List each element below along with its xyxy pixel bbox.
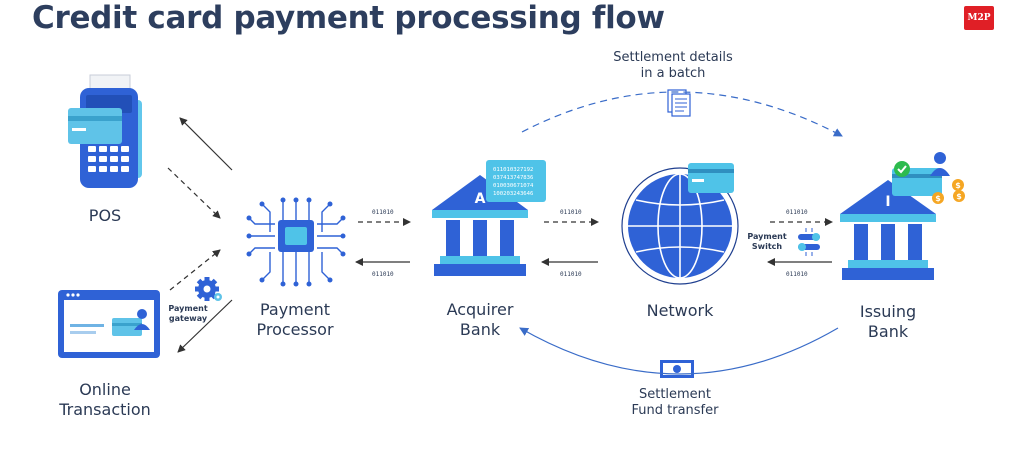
online-to-processor-arrow	[169, 249, 233, 353]
payment-switch-label: Payment Switch	[742, 232, 792, 252]
binary-label: 011010	[560, 209, 582, 216]
payment-processor-label: Payment Processor	[240, 300, 350, 340]
pos-terminal-icon	[68, 74, 142, 188]
network-globe-icon	[621, 163, 739, 285]
data-screen-line: 037413747836	[493, 175, 533, 181]
network-label: Network	[646, 301, 714, 320]
online-transaction-line1: Online	[79, 380, 131, 399]
document-batch-icon	[667, 89, 691, 117]
processor-acquirer-arrows	[355, 218, 411, 266]
pos-to-processor-arrow	[167, 117, 233, 219]
payment-switch-line1: Payment	[747, 232, 787, 241]
data-screen-line: 100203243646	[493, 191, 533, 197]
brand-logo: M2P	[964, 6, 994, 30]
banknote-icon	[660, 360, 694, 378]
online-monitor-icon	[58, 290, 160, 358]
acquirer-bank-icon	[432, 160, 546, 276]
payment-gateway-label: Payment gateway	[163, 304, 213, 324]
data-screen-line: 011010327192	[493, 167, 533, 173]
settlement-fund-label: Settlement Fund transfer	[612, 387, 738, 419]
settlement-batch-label: Settlement details in a batch	[600, 50, 746, 82]
binary-label: 011010	[372, 271, 394, 278]
svg-text:$: $	[935, 194, 941, 203]
payment-processor-line1: Payment	[259, 300, 331, 319]
acquirer-bank-line2: Bank	[459, 320, 501, 339]
svg-text:$: $	[956, 192, 962, 201]
settlement-batch-line1: Settlement details	[613, 50, 733, 65]
payment-switch-icon	[798, 228, 820, 256]
acquirer-bank-badge: A	[475, 191, 486, 207]
issuing-bank-line2: Bank	[867, 322, 909, 341]
svg-text:$: $	[955, 181, 961, 190]
binary-label: 011010	[560, 271, 582, 278]
settlement-batch-line2: in a batch	[640, 66, 706, 81]
page-title: Credit card payment processing flow	[32, 0, 665, 36]
coin-icon: $ $ $	[932, 179, 965, 204]
acquirer-network-arrows	[541, 218, 599, 266]
settlement-fund-line1: Settlement	[638, 387, 712, 402]
gear-icon	[195, 277, 222, 301]
payment-processor-line2: Processor	[256, 320, 334, 339]
issuing-bank-line1: Issuing	[859, 302, 917, 321]
payment-gateway-line2: gateway	[168, 314, 208, 323]
binary-label: 011010	[786, 271, 808, 278]
data-screen-text: 011010327192 037413747836 010030671074 1…	[493, 167, 534, 197]
online-transaction-label: Online Transaction	[45, 380, 165, 420]
online-transaction-line2: Transaction	[59, 400, 151, 419]
data-screen-line: 010030671074	[493, 183, 534, 189]
issuing-bank-label: Issuing Bank	[838, 302, 938, 342]
acquirer-bank-label: Acquirer Bank	[430, 300, 530, 340]
network-issuing-arrows	[767, 218, 833, 266]
issuing-bank-badge: I	[885, 194, 890, 210]
processor-chip-icon	[246, 197, 346, 287]
binary-label: 011010	[372, 209, 394, 216]
acquirer-bank-line1: Acquirer	[446, 300, 514, 319]
settlement-fund-arc	[519, 327, 839, 375]
pos-label: POS	[88, 206, 122, 225]
issuing-bank-icon	[840, 152, 950, 280]
binary-label: 011010	[786, 209, 808, 216]
settlement-fund-line2: Fund transfer	[631, 403, 719, 418]
check-icon	[894, 161, 910, 177]
payment-switch-line2: Switch	[751, 242, 783, 251]
payment-gateway-line1: Payment	[168, 304, 208, 313]
